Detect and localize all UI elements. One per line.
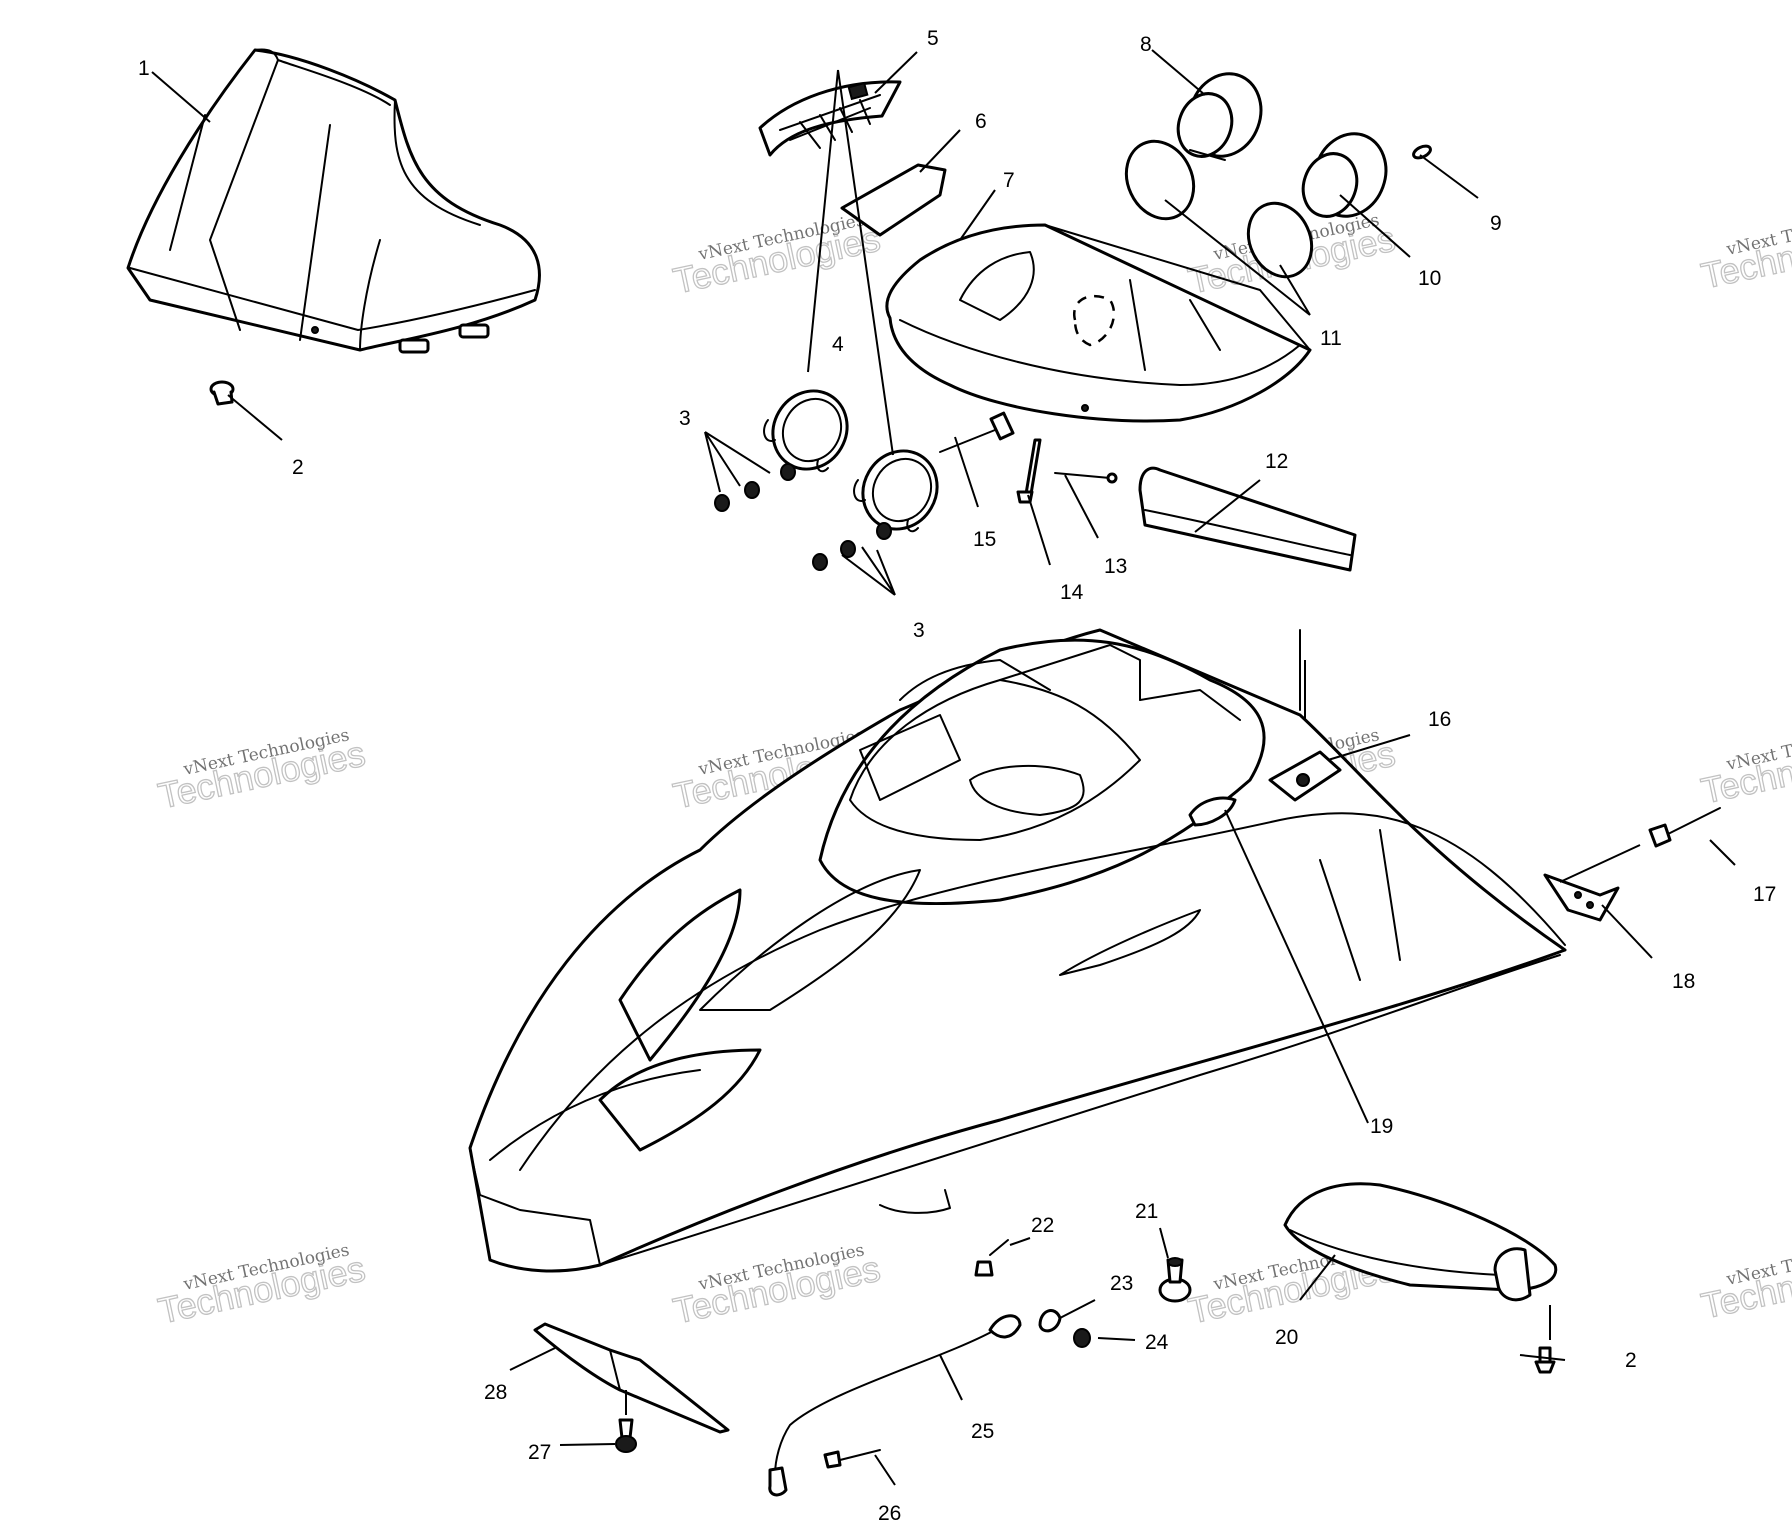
watermark-outline-text: Technologies [1698, 213, 1792, 297]
callout-10: 10 [1418, 267, 1441, 290]
callout-8: 8 [1140, 33, 1152, 56]
leader-lines [151, 49, 1736, 1486]
part-3-nuts [714, 463, 892, 571]
callout-9: 9 [1490, 212, 1502, 235]
part-19-handle [1188, 796, 1237, 827]
part-18-bracket [1543, 873, 1620, 922]
callout-26: 26 [878, 1502, 901, 1525]
callout-27: 27 [528, 1441, 551, 1464]
watermark-outline-text: Technologies [1698, 728, 1792, 812]
part-2-rivet-right [1534, 1346, 1556, 1374]
callout-5: 5 [927, 27, 939, 50]
part-4-bezel-lower [853, 449, 939, 533]
callout-15: 15 [973, 528, 996, 551]
part-21-knob [1158, 1257, 1192, 1303]
part-13-pin [1054, 472, 1118, 484]
callout-16: 16 [1428, 708, 1451, 731]
callout-7: 7 [1003, 169, 1015, 192]
callout-6: 6 [975, 110, 987, 133]
part-11-gasket-rings [1124, 139, 1314, 279]
callout-17: 17 [1753, 883, 1776, 906]
callout-13: 13 [1104, 555, 1127, 578]
callout-4: 4 [832, 333, 844, 356]
callout-19: 19 [1370, 1115, 1393, 1138]
part-23-clip [1038, 1309, 1062, 1333]
part-5-grille [758, 80, 902, 157]
part-2-rivet-left [209, 380, 235, 406]
main-hood [468, 628, 1567, 1273]
callout-22: 22 [1031, 1214, 1054, 1237]
watermark-outline-text: Technologies [1698, 1243, 1792, 1327]
callout-labels: 1 2 3 3 4 5 6 7 8 9 10 11 12 13 14 15 16… [138, 27, 1776, 1525]
callout-1: 1 [138, 57, 150, 80]
part-9-bulb [1412, 144, 1432, 160]
part-8-gauge [1176, 72, 1263, 161]
part-24-nut [1073, 1328, 1091, 1348]
callout-14: 14 [1060, 581, 1084, 604]
part-27-bolt [615, 1418, 637, 1453]
part-12-trim-strip [1138, 466, 1357, 572]
callout-3: 3 [913, 619, 925, 642]
callout-11: 11 [1320, 327, 1342, 350]
callout-2: 2 [292, 456, 304, 479]
callout-18: 18 [1672, 970, 1695, 993]
part-7-console [885, 223, 1312, 423]
callout-2: 2 [1625, 1349, 1637, 1372]
callout-20: 20 [1275, 1326, 1298, 1349]
part-25-tether-cable [768, 1314, 1022, 1497]
callout-25: 25 [971, 1420, 994, 1443]
part-22-screw [974, 1239, 1009, 1277]
part-15-connector [939, 411, 1015, 453]
callout-12: 12 [1265, 450, 1288, 473]
part-17-fastener [1648, 807, 1721, 848]
callout-28: 28 [484, 1381, 507, 1404]
part-16-latch [1268, 750, 1342, 802]
part-6-pad [840, 163, 947, 237]
part-10-gauge [1301, 132, 1388, 218]
callout-21: 21 [1135, 1200, 1158, 1223]
part-14-cable-tie [1016, 438, 1042, 504]
callout-23: 23 [1110, 1272, 1133, 1295]
part-4-bezel-upper [763, 389, 849, 473]
part-28-plate [533, 1322, 730, 1434]
callout-3: 3 [679, 407, 691, 430]
callout-24: 24 [1145, 1331, 1169, 1354]
part-26-small-screw [823, 1449, 881, 1469]
part-1-seat-cover [126, 48, 541, 354]
part-20-access-cover [1283, 1182, 1558, 1302]
